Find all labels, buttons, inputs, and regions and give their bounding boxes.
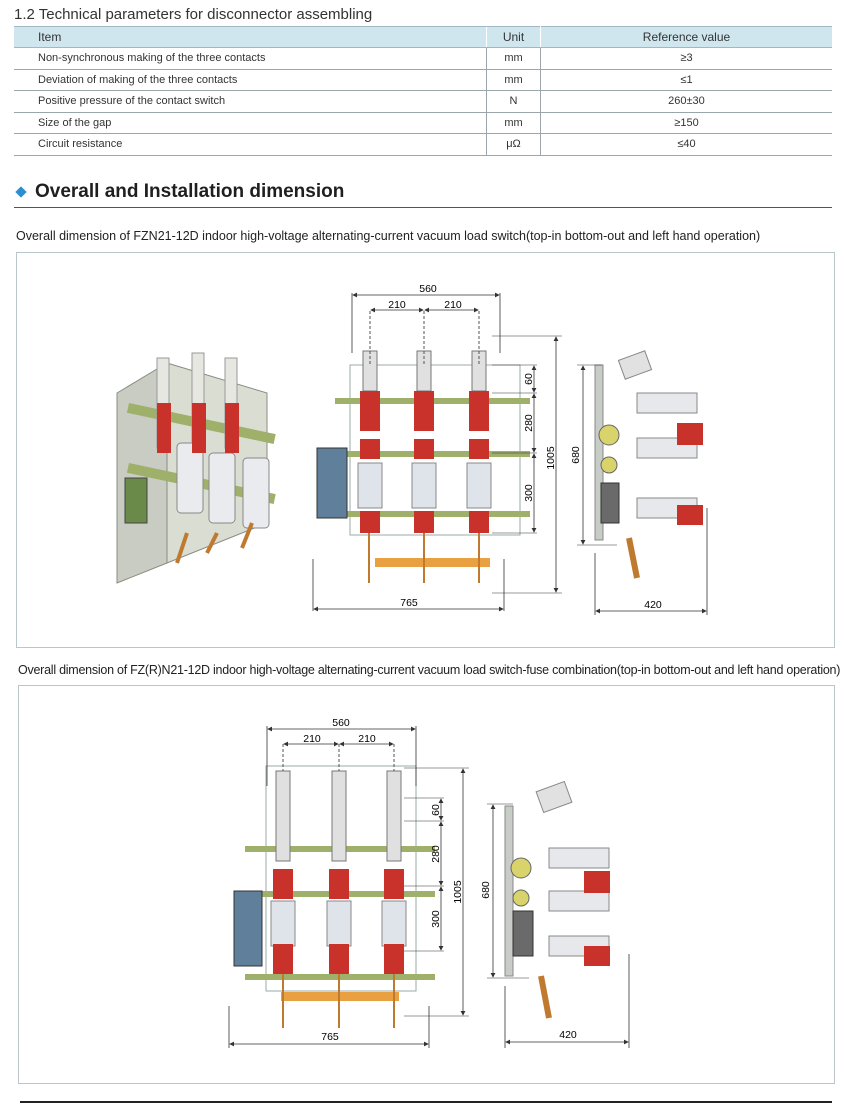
page-bottom-rule [20, 1101, 832, 1103]
dim-60: 60 [430, 804, 442, 816]
switch-3d-render [116, 352, 276, 584]
figure1-drawing: 560 210 210 765 60 280 300 1005 [116, 283, 708, 615]
cell-item: Positive pressure of the contact switch [14, 90, 487, 113]
side-dimensions: 680 420 [570, 364, 708, 615]
dim-60: 60 [523, 373, 535, 385]
cell-item: Deviation of making of the three contact… [14, 69, 487, 91]
front-view [233, 744, 435, 1028]
section-heading: Overall and Installation dimension [35, 181, 345, 202]
cell-reference: ≤1 [540, 69, 832, 91]
cell-unit: mm [486, 47, 541, 70]
table-row: Size of the gap mm ≥150 [14, 112, 832, 134]
cell-unit: mm [486, 69, 541, 91]
dim-1005: 1005 [545, 446, 557, 470]
dim-560: 560 [419, 283, 437, 295]
cell-reference: 260±30 [540, 90, 832, 113]
cell-unit: N [486, 90, 541, 113]
dim-280: 280 [523, 414, 535, 432]
dim-280: 280 [430, 845, 442, 863]
dim-560: 560 [332, 717, 350, 729]
dim-765: 765 [321, 1031, 339, 1043]
table-row: Deviation of making of the three contact… [14, 69, 832, 91]
cell-reference: ≤40 [540, 133, 832, 156]
header-unit: Unit [486, 26, 541, 48]
side-dimensions: 680 420 [480, 803, 630, 1048]
dim-680: 680 [570, 446, 582, 464]
front-view [316, 311, 530, 583]
header-reference: Reference value [540, 26, 832, 48]
dim-300: 300 [523, 484, 535, 502]
table-row: Non-synchronous making of the three cont… [14, 47, 832, 70]
side-view [504, 780, 610, 1019]
heading-underline [14, 207, 832, 208]
dim-210-left: 210 [388, 299, 406, 311]
header-item: Item [14, 26, 487, 48]
dim-210-left: 210 [303, 733, 321, 745]
front-dimensions: 560 210 210 765 60 280 300 1005 [312, 283, 562, 612]
table-row: Circuit resistance μΩ ≤40 [14, 133, 832, 156]
dim-420: 420 [559, 1029, 577, 1041]
dim-680: 680 [480, 881, 492, 899]
cell-item: Non-synchronous making of the three cont… [14, 47, 487, 70]
side-view [594, 350, 703, 579]
cell-reference: ≥3 [540, 47, 832, 70]
section-title: 1.2 Technical parameters for disconnecto… [14, 6, 373, 23]
cell-reference: ≥150 [540, 112, 832, 134]
figure1-panel: 560 210 210 765 60 280 300 1005 [16, 252, 835, 648]
table-header-row: Item Unit Reference value [14, 26, 832, 48]
dim-420: 420 [644, 599, 662, 611]
dim-210-right: 210 [444, 299, 462, 311]
figure2-caption: Overall dimension of FZ(R)N21-12D indoor… [18, 663, 841, 677]
cell-item: Size of the gap [14, 112, 487, 134]
technical-parameters-table: Item Unit Reference value Non-synchronou… [14, 26, 832, 156]
cell-unit: mm [486, 112, 541, 134]
dim-300: 300 [430, 910, 442, 928]
dim-210-right: 210 [358, 733, 376, 745]
diamond-bullet-icon [15, 186, 27, 198]
cell-unit: μΩ [486, 133, 541, 156]
figure1-caption: Overall dimension of FZN21-12D indoor hi… [16, 229, 761, 243]
table-row: Positive pressure of the contact switch … [14, 90, 832, 113]
figure2-panel: 560 210 210 765 60 280 300 1005 [18, 685, 835, 1084]
front-dimensions: 560 210 210 765 60 280 300 1005 [228, 717, 469, 1048]
figure2-drawing: 560 210 210 765 60 280 300 1005 [228, 717, 630, 1048]
dim-765: 765 [400, 597, 418, 609]
cell-item: Circuit resistance [14, 133, 487, 156]
dim-1005: 1005 [452, 880, 464, 904]
